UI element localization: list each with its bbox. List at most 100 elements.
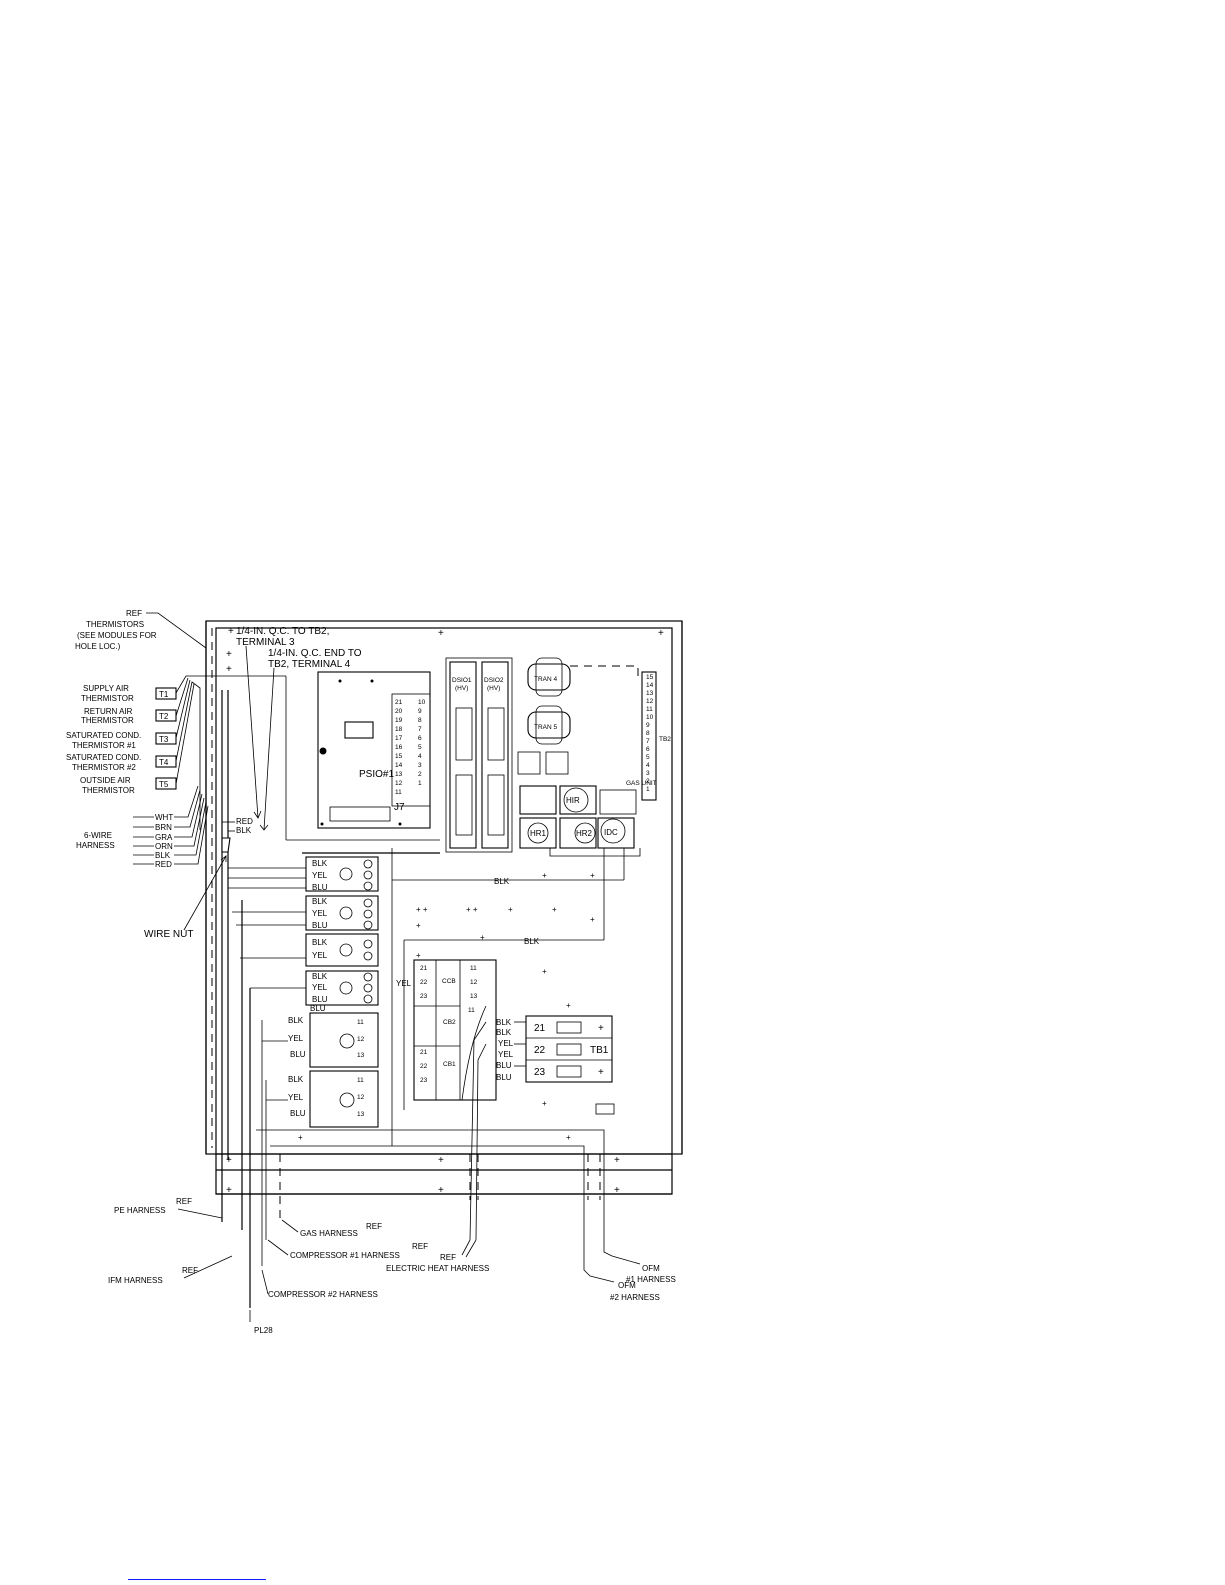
svg-text:HARNESS: HARNESS [76,841,115,850]
svg-text:+: + [542,967,547,976]
dsio-modules: DSIO1 (HV) DSIO2 (HV) [445,657,513,853]
ifm-harness-label: IFM HARNESS [108,1276,163,1285]
svg-text:THERMISTOR: THERMISTOR [81,694,134,703]
svg-text:YEL: YEL [312,909,328,918]
thermistor-t2: RETURN AIR THERMISTOR T2 [81,707,177,725]
svg-text:BLU: BLU [312,995,328,1004]
svg-text:REF: REF [412,1242,428,1251]
callout-line-1: REF [126,609,142,618]
svg-text:+: + [438,1155,444,1166]
svg-text:BLK: BLK [312,859,328,868]
svg-text:THERMISTOR: THERMISTOR [82,786,135,795]
footer-link-underline[interactable] [128,1579,266,1580]
bottom-runs [256,1129,613,1277]
tb1-block: 21 22 23 + + TB1 BLK BLK YEL YEL BLU BLU [469,1015,615,1241]
svg-text:RETURN AIR: RETURN AIR [84,707,133,716]
contactor-blocks: BLK YEL BLU BLK YEL BLU BLK YEL BLK YEL … [228,848,440,1308]
svg-text:T4: T4 [159,758,169,767]
svg-text:18: 18 [395,726,403,733]
svg-text:10: 10 [418,699,426,706]
svg-text:2: 2 [646,778,650,785]
svg-text:T5: T5 [159,780,169,789]
svg-text:#2 HARNESS: #2 HARNESS [610,1293,660,1302]
svg-text:ORN: ORN [155,842,173,851]
six-wire-harness: WHT BRN GRA ORN BLK RED 6-WIRE HARNESS [76,785,209,869]
svg-text:3: 3 [418,762,422,769]
svg-text:BLU: BLU [290,1050,306,1059]
svg-text:BLU: BLU [496,1073,512,1082]
svg-text:YEL: YEL [312,983,328,992]
svg-text:21: 21 [420,1049,428,1056]
svg-text:T1: T1 [159,690,169,699]
svg-text:YEL: YEL [288,1034,304,1043]
svg-text:17: 17 [395,735,403,742]
electric-heat-harness-label: ELECTRIC HEAT HARNESS [386,1264,489,1273]
svg-text:13: 13 [646,690,654,697]
svg-text:RED: RED [155,860,172,869]
svg-text:12: 12 [395,780,403,787]
svg-text:BLK: BLK [524,937,540,946]
svg-text:21: 21 [534,1023,546,1034]
svg-text:11: 11 [470,965,477,972]
svg-text:(HV): (HV) [455,685,468,692]
svg-text:14: 14 [395,762,403,769]
svg-text:YEL: YEL [288,1093,304,1102]
red-blk-leads: RED BLK [221,690,253,1222]
svg-text:+: + [598,1023,604,1034]
svg-text:BLU: BLU [496,1061,512,1070]
svg-text:BLU: BLU [312,921,328,930]
ofm-2-label: OFM [618,1281,636,1290]
hr2-label: HR2 [576,829,593,838]
circuit-breakers: YEL CCB CB2 CB1 11 12 13 21 22 23 21 22 … [396,959,497,1101]
svg-text:+: + [438,1185,444,1196]
tran4-label: TRAN 4 [534,676,558,683]
ref-thermistors-callout: REF THERMISTORS (SEE MODULES FOR HOLE LO… [75,609,207,651]
svg-text:SATURATED COND.: SATURATED COND. [66,753,141,762]
svg-text:+: + [228,626,234,637]
svg-text:+: + [508,905,513,914]
svg-text:15: 15 [646,674,654,681]
psio-label: PSIO#1 [359,769,394,780]
svg-text:10: 10 [646,714,654,721]
gas-unit-label: GAS UNIT [626,780,657,787]
svg-text:BLK: BLK [236,826,252,835]
svg-text:9: 9 [418,708,422,715]
tb2-strip: TB2 15 14 13 12 11 10 9 8 7 6 5 4 3 2 1 [641,671,671,801]
qc-terminal4-callout: 1/4-IN. Q.C. END TO TB2, TERMINAL 4 [259,648,362,831]
svg-text:12: 12 [357,1036,365,1043]
svg-text:+: + [226,649,232,660]
svg-text:T2: T2 [159,712,169,721]
svg-text:YEL: YEL [312,951,328,960]
svg-text:WHT: WHT [155,813,173,822]
svg-text:+: + [438,628,444,639]
dsio1-label: DSIO1 [452,677,472,684]
hr1-label: HR1 [530,829,547,838]
compressor-2-harness-label: COMPRESSOR #2 HARNESS [268,1290,378,1299]
svg-text:6-WIRE: 6-WIRE [84,831,112,840]
svg-text:THERMISTOR: THERMISTOR [81,716,134,725]
svg-text:+: + [590,915,595,924]
svg-text:21: 21 [420,965,428,972]
svg-text:REF: REF [440,1253,456,1262]
svg-text:BLK: BLK [288,1075,304,1084]
wire-nut-callout: WIRE NUT [144,855,227,940]
transformers: TRAN 4 TRAN 5 [517,657,639,775]
svg-text:20: 20 [395,708,403,715]
svg-text:YEL: YEL [498,1050,514,1059]
dsio2-label: DSIO2 [484,677,504,684]
callout-line-4: HOLE LOC.) [75,642,121,651]
svg-text:+: + [614,1185,620,1196]
svg-text:23: 23 [534,1067,546,1078]
cb2-label: CB2 [443,1019,456,1026]
thermistor-t3: SATURATED COND. THERMISTOR #1 T3 [66,731,177,750]
svg-text:8: 8 [646,730,650,737]
svg-text:BLK: BLK [312,972,328,981]
svg-text:5: 5 [646,754,650,761]
svg-text:+: + [658,628,664,639]
svg-text:+: + [226,1155,232,1166]
svg-text:BLK: BLK [288,1016,304,1025]
svg-text:BLK: BLK [494,877,510,886]
svg-text:+ +: + + [466,905,478,914]
svg-text:11: 11 [357,1077,364,1084]
svg-text:#1 HARNESS: #1 HARNESS [626,1275,676,1284]
